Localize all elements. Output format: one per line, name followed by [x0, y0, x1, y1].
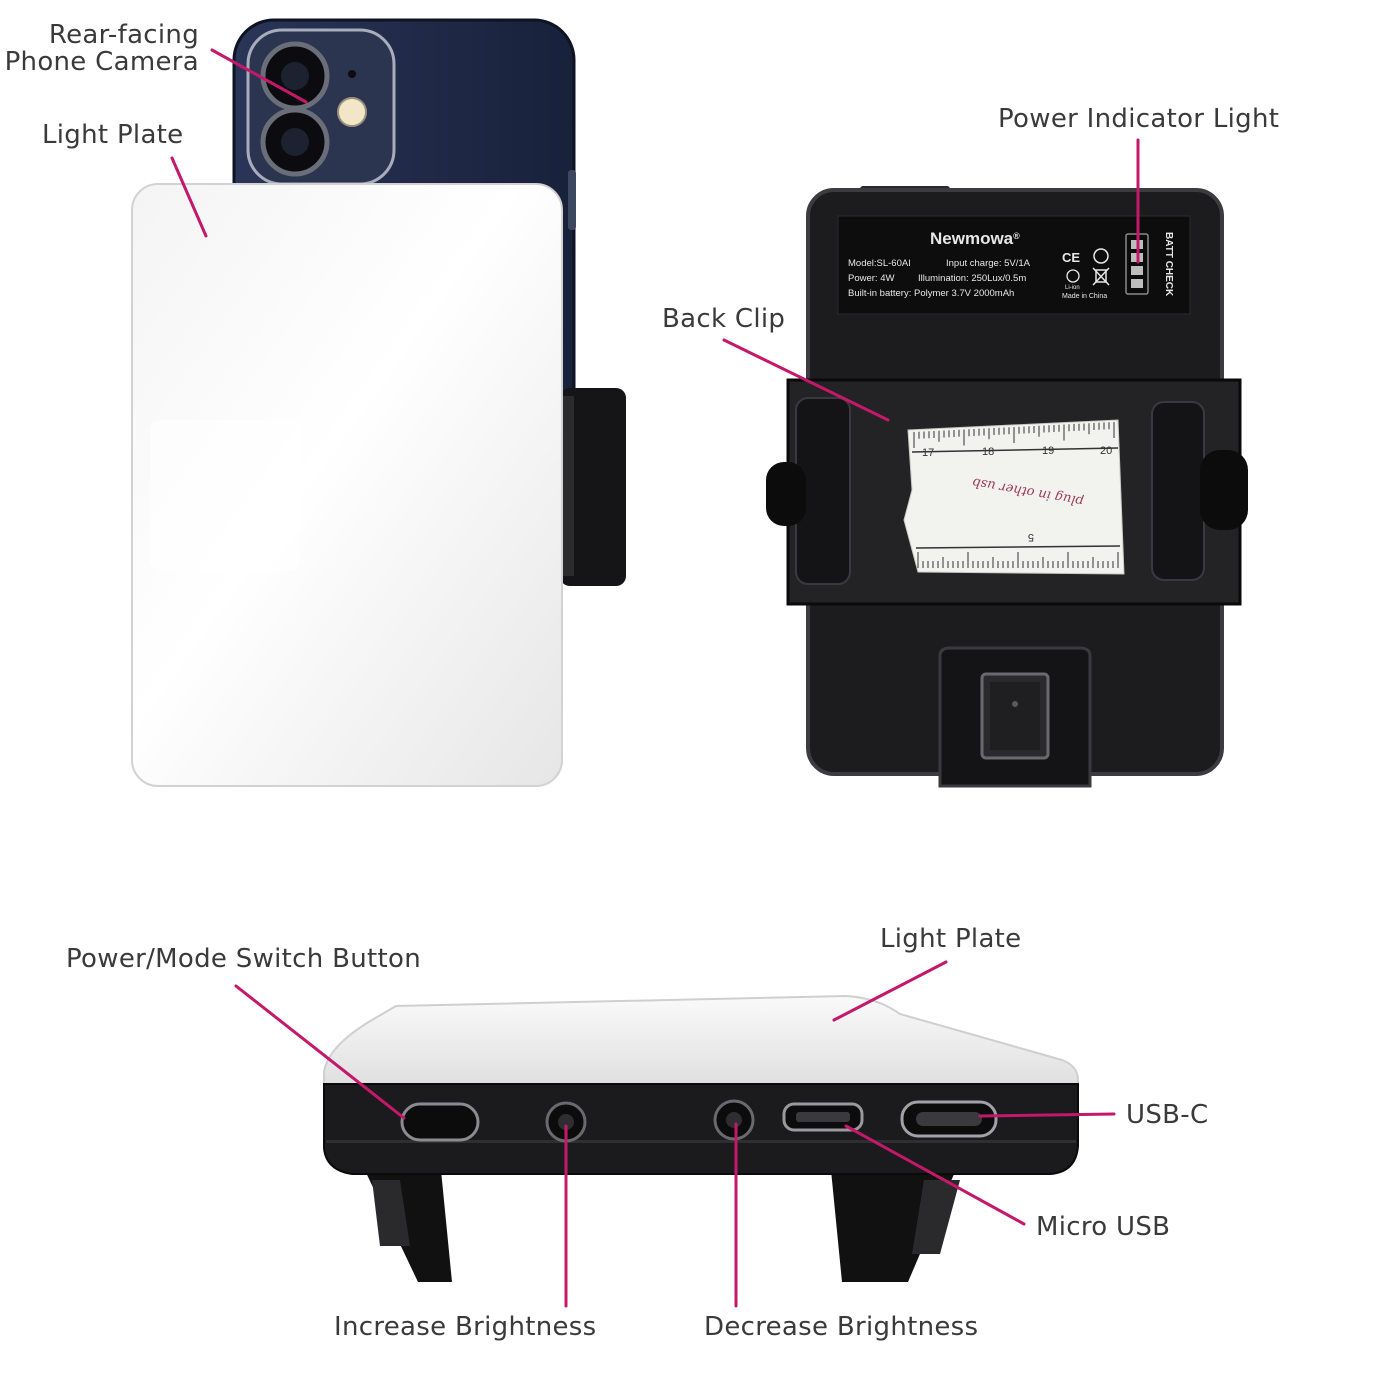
side-body-seam [326, 1140, 1076, 1143]
side-clip-arm-edge [560, 396, 574, 576]
ce-mark: CE [1062, 250, 1080, 265]
camera-lens-top [260, 41, 330, 111]
side-clip-arm [560, 388, 626, 586]
clip-jaw-right [1151, 401, 1205, 581]
label-light-plate-top: Light Plate [42, 120, 184, 150]
batt-check-text: BATT CHECK [1163, 232, 1174, 297]
li-ion-recycle-icon [1066, 269, 1080, 283]
cold-shoe-mount [938, 646, 1092, 788]
clip-leg-right-rear [912, 1180, 960, 1254]
made-in-text: Made in China [1062, 293, 1107, 300]
clip-knob-right [1200, 450, 1248, 530]
label-micro-usb: Micro USB [1036, 1212, 1171, 1242]
device-back: Newmowa® Model:SL-60AI Input charge: 5V/… [766, 186, 1248, 788]
callout-line-back-clip [722, 338, 890, 422]
decrease-brightness-button [713, 1099, 755, 1141]
power-mode-button [400, 1102, 480, 1142]
power-text: Power: 4W [848, 273, 894, 284]
clip-knob-left [766, 462, 806, 526]
ruler-number-19: 19 [1042, 445, 1054, 457]
callout-line-power-mode [234, 984, 406, 1120]
ruler-number-5: 5 [1028, 531, 1034, 543]
device-side-view [323, 994, 1079, 1282]
light-plate-front [131, 183, 563, 787]
label-increase-brightness: Increase Brightness [334, 1312, 597, 1342]
callout-line-rear-camera [210, 48, 308, 104]
input-charge-text: Input charge: 5V/1A [946, 258, 1031, 269]
label-power-indicator: Power Indicator Light [998, 104, 1280, 134]
callout-line-light-plate-top [170, 156, 208, 238]
weee-bin-icon [1092, 267, 1110, 286]
illumination-text: Illumination: 250Lux/0.5m [918, 273, 1026, 284]
ruler-number-20: 20 [1100, 445, 1112, 457]
light-plate-side-top [323, 994, 1079, 1099]
camera-mic [348, 70, 356, 78]
battery-text: Built-in battery: Polymer 3.7V 2000mAh [848, 288, 1014, 299]
callout-line-micro-usb [844, 1124, 1026, 1226]
label-light-plate-side: Light Plate [880, 924, 1022, 954]
brand-name: Newmowa® [930, 229, 1020, 248]
recycle-mark-icon [1093, 248, 1109, 264]
label-back-clip: Back Clip [662, 304, 786, 334]
ruler-number-17: 17 [922, 447, 934, 459]
camera-flash [337, 97, 367, 127]
label-power-mode-button: Power/Mode Switch Button [66, 944, 421, 974]
ruler-sticker: 17 18 19 20 5 plug in other usb [903, 419, 1125, 575]
phone-side-button [568, 170, 576, 230]
label-usb-c: USB-C [1126, 1100, 1209, 1130]
callout-line-light-plate-side [832, 960, 948, 1022]
li-ion-text: Li-ion [1065, 285, 1080, 291]
ruler-number-18: 18 [982, 446, 994, 458]
label-rear-camera-line1: Rear-facing [48, 20, 199, 50]
camera-lens-bottom [260, 107, 330, 177]
phone-with-light-plate [131, 18, 626, 787]
model-text: Model:SL-60AI [848, 258, 911, 269]
clip-leg-left-rear [372, 1180, 410, 1246]
back-clip: 17 18 19 20 5 plug in other usb [766, 378, 1248, 606]
light-plate-highlight [150, 420, 300, 570]
callout-lines [170, 48, 1140, 1308]
callout-line-usb-c [978, 1112, 1116, 1118]
label-decrease-brightness: Decrease Brightness [704, 1312, 979, 1342]
increase-brightness-button [545, 1101, 587, 1143]
label-rear-camera-line2: Phone Camera [4, 47, 199, 77]
